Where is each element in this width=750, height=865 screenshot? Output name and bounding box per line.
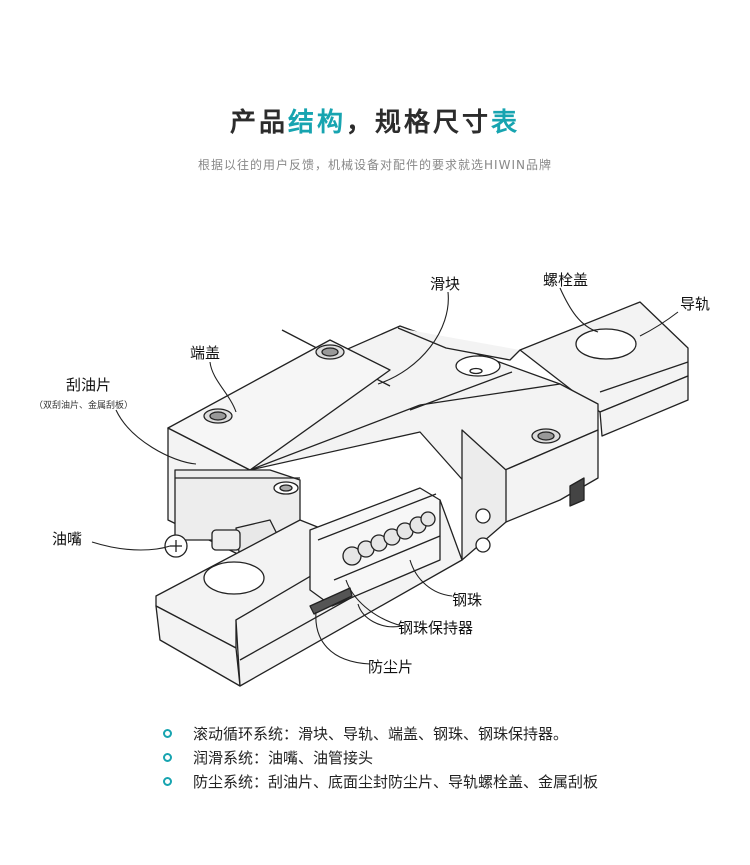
label-wiper-note: （双刮油片、金属刮板） xyxy=(34,399,133,411)
list-item-text: 润滑系统：油嘴、油管接头 xyxy=(193,747,373,768)
bullet-circle-icon xyxy=(163,729,172,738)
bullet-circle-icon xyxy=(163,753,172,762)
label-wiper: 刮油片 xyxy=(66,376,111,394)
bullet-circle-icon xyxy=(163,777,172,786)
label-dust-seal: 防尘片 xyxy=(368,658,413,676)
label-grease-nipple: 油嘴 xyxy=(52,530,82,548)
label-rail: 导轨 xyxy=(680,295,710,313)
list-item-text: 防尘系统：刮油片、底面尘封防尘片、导轨螺栓盖、金属刮板 xyxy=(193,771,598,792)
label-ball-retainer: 钢珠保持器 xyxy=(398,619,473,637)
label-bolt-cap: 螺栓盖 xyxy=(543,271,588,289)
list-item: 滚动循环系统：滑块、导轨、端盖、钢珠、钢珠保持器。 xyxy=(163,721,598,745)
label-slider: 滑块 xyxy=(430,275,460,293)
label-steel-ball: 钢珠 xyxy=(452,591,482,609)
label-end-cap: 端盖 xyxy=(190,344,220,362)
list-item-text: 滚动循环系统：滑块、导轨、端盖、钢珠、钢珠保持器。 xyxy=(193,723,568,744)
list-item: 防尘系统：刮油片、底面尘封防尘片、导轨螺栓盖、金属刮板 xyxy=(163,769,598,793)
list-item: 润滑系统：油嘴、油管接头 xyxy=(163,745,598,769)
system-list: 滚动循环系统：滑块、导轨、端盖、钢珠、钢珠保持器。 润滑系统：油嘴、油管接头 防… xyxy=(163,721,598,793)
